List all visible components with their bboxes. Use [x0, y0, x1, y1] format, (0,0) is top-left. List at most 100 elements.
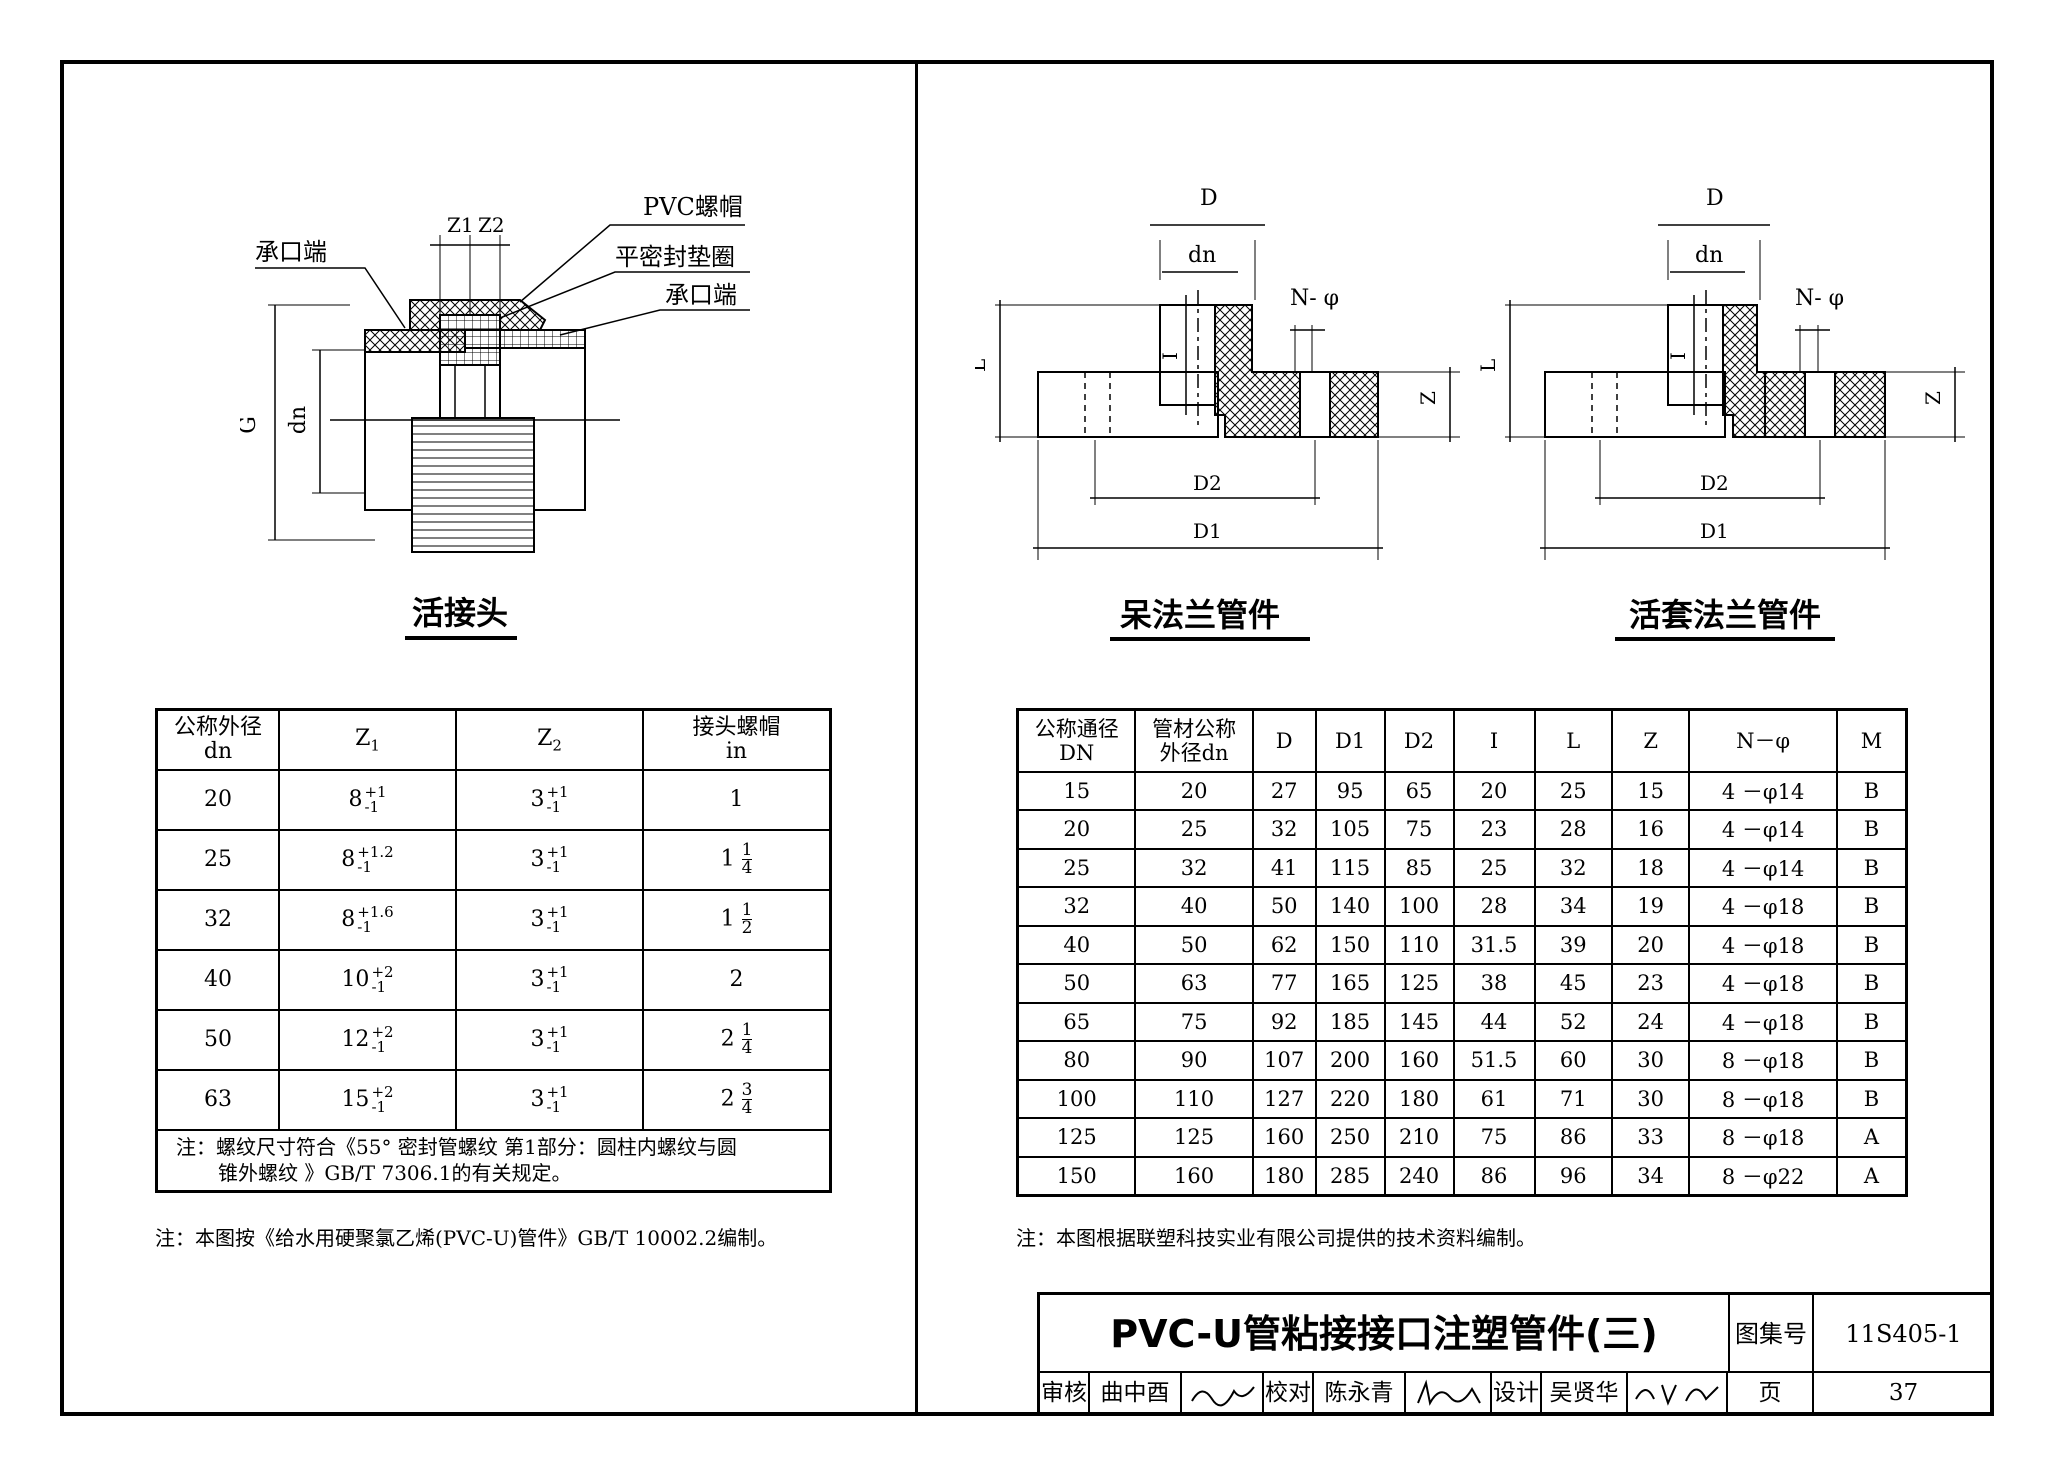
flange-cell: B [1835, 847, 1908, 888]
title-block: PVC-U管粘接接口注塑管件(三) 图集号 11S405-1 审核 曲中酉 校对… [1037, 1292, 1993, 1413]
flange-cell: 40 [1016, 924, 1137, 965]
check-label: 校对 [1264, 1373, 1314, 1413]
flange-cell: 50 [1016, 963, 1137, 1004]
flange-cell: 250 [1314, 1117, 1386, 1158]
flange-cell: 25 [1016, 847, 1137, 888]
flange-cell: 140 [1314, 886, 1386, 927]
flange-cell: 60 [1533, 1040, 1613, 1081]
checker-signature [1406, 1373, 1492, 1413]
union-caption-underline [405, 636, 517, 640]
flange-cell: 23 [1452, 809, 1536, 850]
flange-cell: 34 [1533, 886, 1613, 927]
flange-cell: 30 [1610, 1040, 1691, 1081]
hdr-in: 接头螺帽 in [642, 708, 832, 771]
cell-dn: 20 [155, 768, 280, 831]
svg-text:dn: dn [1188, 243, 1216, 268]
flange-header-cell: Z [1610, 708, 1691, 773]
flange-header-cell: I [1452, 708, 1536, 773]
hdr-dn: 公称外径 dn [155, 708, 280, 771]
cell-dn: 40 [155, 948, 280, 1011]
flange-header-cell: N－φ [1688, 708, 1838, 773]
table-note: 注：螺纹尺寸符合《55° 密封管螺纹 第1部分：圆柱内螺纹与圆 锥外螺纹 》GB… [155, 1128, 832, 1193]
flange-cell: 51.5 [1452, 1040, 1536, 1081]
flange-cell: 20 [1610, 924, 1691, 965]
flange-cell: 20 [1016, 809, 1137, 850]
svg-text:N- φ: N- φ [1290, 286, 1339, 311]
fixed-flange-drawing: D dn I N- φ L Z D2 [975, 186, 1460, 560]
cell-z2: 3+1-1 [455, 948, 644, 1011]
svg-text:D: D [1200, 186, 1218, 211]
hdr-z1: Z1 [278, 708, 457, 771]
cell-z1: 10+2-1 [278, 948, 457, 1011]
flange-cell: 4 －φ14 [1688, 809, 1838, 850]
flange-header-cell: M [1835, 708, 1908, 773]
flange-cell: 110 [1134, 1078, 1254, 1119]
loose-flange-caption: 活套法兰管件 [1628, 596, 1821, 634]
flange-cell: 86 [1533, 1117, 1613, 1158]
cell-z1: 12+2-1 [278, 1008, 457, 1071]
drawing-title: PVC-U管粘接接口注塑管件(三) [1040, 1295, 1730, 1373]
flange-cell: B [1835, 1040, 1908, 1081]
flange-cell: 75 [1452, 1117, 1536, 1158]
fixed-flange-caption: 呆法兰管件 [1119, 596, 1280, 634]
flange-cell: 75 [1134, 1001, 1254, 1042]
flange-cell: 39 [1533, 924, 1613, 965]
flange-cell: 63 [1134, 963, 1254, 1004]
flange-cell: 20 [1134, 770, 1254, 811]
flange-header-cell: D2 [1383, 708, 1455, 773]
flange-cell: 25 [1452, 847, 1536, 888]
left-note: 注：本图按《给水用硬聚氯乙烯(PVC-U)管件》GB/T 10002.2编制。 [155, 1226, 778, 1250]
flange-header-cell: 管材公称 外径dn [1134, 708, 1254, 773]
flange-cell: 107 [1251, 1040, 1317, 1081]
flange-cell: 85 [1383, 847, 1455, 888]
cell-dn: 50 [155, 1008, 280, 1071]
z2-label: Z2 [478, 213, 505, 237]
flange-cell: 145 [1383, 1001, 1455, 1042]
flange-cell: B [1835, 1001, 1908, 1042]
flange-cell: 41 [1251, 847, 1317, 888]
flange-cell: 77 [1251, 963, 1317, 1004]
g-label: G [240, 416, 261, 434]
flange-cell: 24 [1610, 1001, 1691, 1042]
flange-cell: 32 [1251, 809, 1317, 850]
flange-cell: 4 －φ14 [1688, 770, 1838, 811]
flange-cell: 160 [1383, 1040, 1455, 1081]
cell-dn: 63 [155, 1068, 280, 1131]
flange-cell: 8 －φ18 [1688, 1078, 1838, 1119]
flange-cell: 50 [1251, 886, 1317, 927]
atlas-number: 11S405-1 [1814, 1295, 1993, 1373]
flange-cell: 15 [1016, 770, 1137, 811]
svg-text:D: D [1706, 186, 1724, 211]
flange-cell: 8 －φ18 [1688, 1040, 1838, 1081]
flange-cell: 210 [1383, 1117, 1455, 1158]
flange-cell: B [1835, 809, 1908, 850]
flange-cell: 4 －φ18 [1688, 886, 1838, 927]
socket-end-left-label: 承口端 [255, 238, 327, 266]
flange-cell: 34 [1610, 1155, 1691, 1196]
flange-cell: 15 [1610, 770, 1691, 811]
flange-cell: B [1835, 1078, 1908, 1119]
cell-z1: 15+2-1 [278, 1068, 457, 1131]
union-caption: 活接头 [411, 594, 508, 632]
flange-cell: 23 [1610, 963, 1691, 1004]
svg-text:D2: D2 [1700, 471, 1729, 495]
pvc-nut-label: PVC螺帽 [643, 193, 743, 221]
loose-flange-caption-underline [1615, 637, 1835, 641]
flange-cell: 125 [1016, 1117, 1137, 1158]
flange-cell: 32 [1134, 847, 1254, 888]
flange-cell: 220 [1314, 1078, 1386, 1119]
cell-z1: 8+1-1 [278, 768, 457, 831]
flange-cell: 19 [1610, 886, 1691, 927]
flange-cell: 160 [1134, 1155, 1254, 1196]
center-divider [915, 60, 918, 1416]
flange-cell: 75 [1383, 809, 1455, 850]
